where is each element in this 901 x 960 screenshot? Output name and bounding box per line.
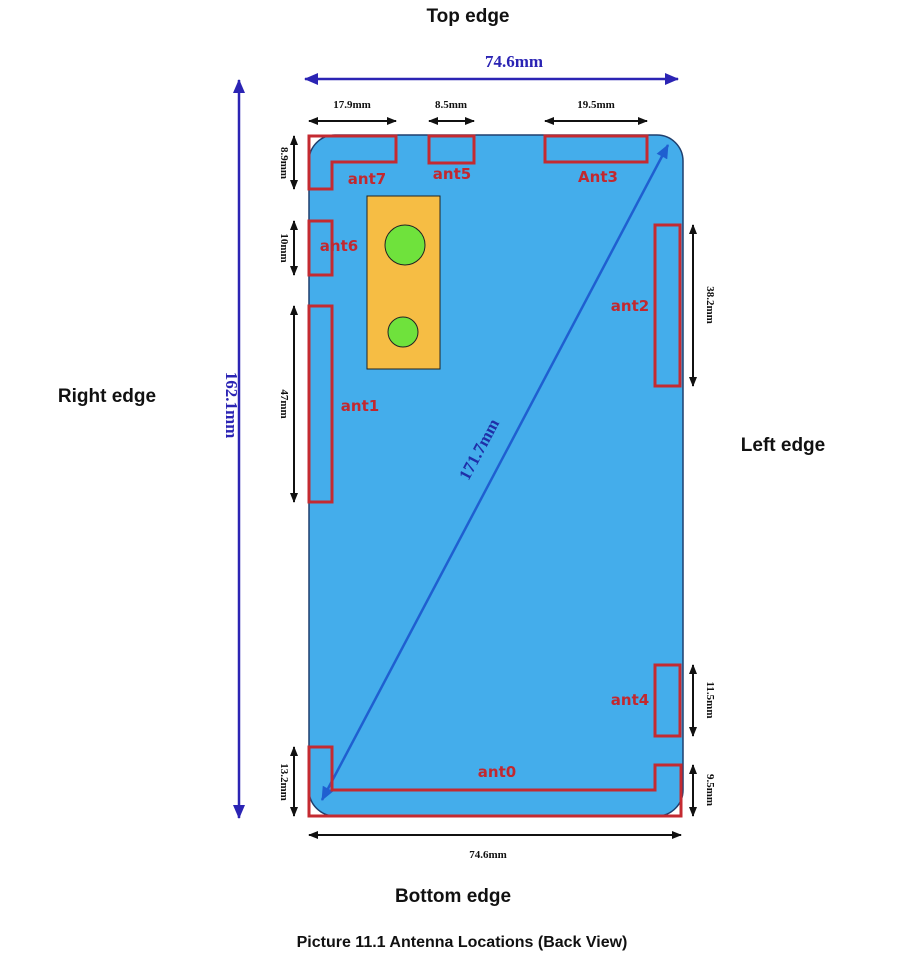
ant6-height-label: 10mm <box>278 233 290 262</box>
ant4-height-label: 11.5mm <box>704 682 716 719</box>
ant5-label: ant5 <box>433 165 471 183</box>
ant7-label: ant7 <box>348 170 386 188</box>
caption: Picture 11.1 Antenna Locations (Back Vie… <box>297 934 628 951</box>
ant0-label: ant0 <box>478 763 516 781</box>
ant3-width-label: 19.5mm <box>577 99 615 111</box>
ant7-outline <box>307 134 398 191</box>
ant0-height-label: 13.2mm <box>278 763 290 801</box>
ant6-label: ant6 <box>320 237 358 255</box>
ant4-outline <box>653 663 682 738</box>
ant1-outline <box>307 304 334 504</box>
bottom-width-label: 74.6mm <box>469 849 507 861</box>
ant7-width-label: 17.9mm <box>333 99 371 111</box>
camera-lens-large <box>384 224 426 266</box>
overall-width-label: 74.6mm <box>485 52 543 71</box>
ant3-label: Ant3 <box>578 168 618 186</box>
ant4-label: ant4 <box>611 691 649 709</box>
ant2-height-label: 38.2mm <box>704 286 716 324</box>
right-edge-label: Right edge <box>58 386 156 407</box>
ant7-height-label: 8.9mm <box>278 147 290 179</box>
ant6-outline <box>307 219 334 277</box>
ant0-outline <box>307 745 683 818</box>
diagonal-arrow <box>320 144 670 801</box>
ant5-width-label: 8.5mm <box>435 99 467 111</box>
camera-lens-small <box>387 316 419 348</box>
ant1-label: ant1 <box>341 397 379 415</box>
ant2-outline <box>653 223 682 388</box>
ant0-right-height-label: 9.5mm <box>704 774 716 806</box>
ant2-label: ant2 <box>611 297 649 315</box>
left-edge-label: Left edge <box>741 435 825 456</box>
overall-height-label: 162.1mm <box>222 372 241 439</box>
top-edge-label: Top edge <box>426 6 509 27</box>
phone-body <box>308 134 684 817</box>
ant5-outline <box>427 134 476 165</box>
ant3-outline <box>543 134 649 164</box>
bottom-edge-label: Bottom edge <box>395 886 511 907</box>
ant1-height-label: 47mm <box>278 389 290 418</box>
